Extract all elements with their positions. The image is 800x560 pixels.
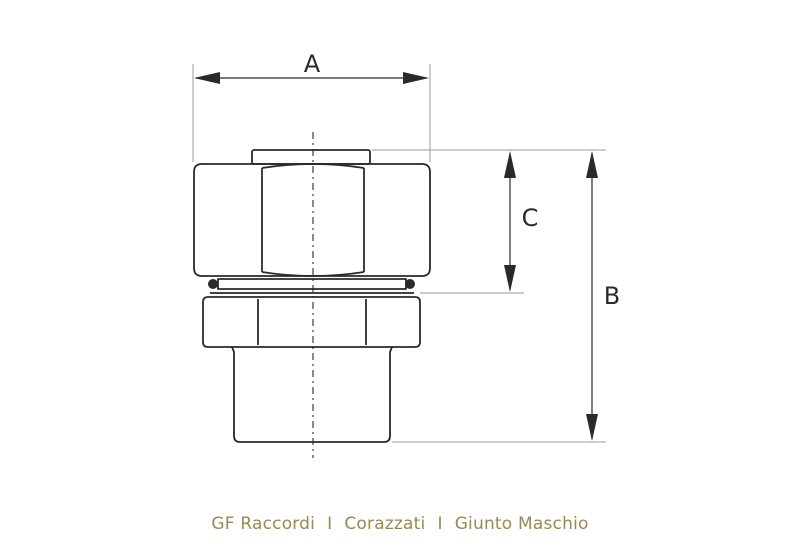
male-threaded-end: [231, 346, 393, 443]
extension-lines: [192, 64, 606, 443]
caption-brand: GF Raccordi: [211, 514, 316, 534]
caption-separator: I: [327, 514, 333, 534]
caption-category: Corazzati: [344, 514, 426, 534]
dimension-b: B: [586, 151, 620, 441]
dimension-b-label: B: [604, 282, 620, 310]
dimension-a-label: A: [304, 50, 321, 78]
product-caption: GF Raccordi I Corazzati I Giunto Maschio: [0, 514, 800, 534]
dimension-a: A: [194, 50, 429, 84]
upper-hex-nut: [193, 149, 431, 277]
caption-separator: I: [437, 514, 443, 534]
caption-product: Giunto Maschio: [454, 514, 589, 534]
dimension-c: C: [504, 151, 538, 292]
o-ring-collar: [208, 278, 415, 294]
lower-hex-body: [202, 296, 421, 348]
dimension-c-label: C: [522, 204, 539, 232]
